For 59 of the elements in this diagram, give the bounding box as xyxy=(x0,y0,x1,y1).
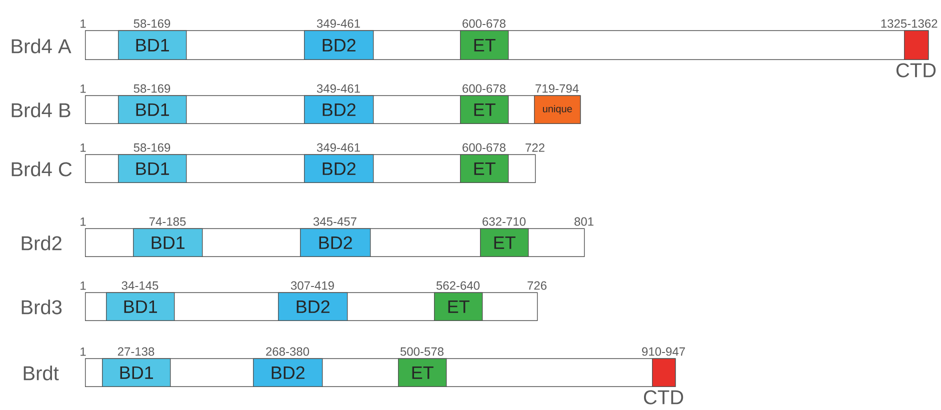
domain-box xyxy=(904,30,929,60)
domain-box: BD2 xyxy=(304,95,374,124)
residue-number: 1 xyxy=(80,144,86,152)
residue-range: 345-457 xyxy=(313,217,356,226)
domain-box: BD1 xyxy=(118,95,187,124)
residue-range: 600-678 xyxy=(462,84,506,93)
residue-range: 349-461 xyxy=(316,19,360,28)
protein-name: Brd4 C xyxy=(12,162,72,176)
residue-number: 1 xyxy=(80,218,86,226)
domain-box: BD2 xyxy=(304,154,374,183)
residue-range: 58-169 xyxy=(134,19,170,28)
residue-range: 500-578 xyxy=(400,347,444,356)
domain-box: ET xyxy=(480,228,529,257)
domain-box: ET xyxy=(460,95,509,124)
residue-range: 307-419 xyxy=(290,281,334,290)
domain-box: BD2 xyxy=(253,358,323,387)
residue-range: 600-678 xyxy=(462,143,506,152)
residue-number: 1 xyxy=(80,84,86,93)
residue-range: 58-169 xyxy=(134,143,170,152)
protein-name: Brd4 B xyxy=(12,102,70,118)
residue-number: 1 xyxy=(80,20,86,28)
residue-number: 801 xyxy=(574,217,594,226)
residue-number: 1 xyxy=(80,282,86,290)
residue-range: 719-794 xyxy=(536,84,579,93)
residue-range: 34-145 xyxy=(122,281,158,290)
domain-box: BD1 xyxy=(106,292,175,321)
residue-range: 74-185 xyxy=(149,217,186,226)
domain-box: ET xyxy=(398,358,447,387)
residue-range: 27-138 xyxy=(118,347,154,356)
residue-range: 349-461 xyxy=(316,143,360,152)
domain-label: CTD xyxy=(896,63,936,78)
domain-box: ET xyxy=(460,154,509,183)
domain-box: BD2 xyxy=(278,292,348,321)
domain-box: unique xyxy=(534,95,581,124)
residue-range: 562-640 xyxy=(436,281,480,290)
residue-range: 910-947 xyxy=(642,347,685,356)
domain-box: ET xyxy=(460,30,509,60)
protein-name: Brdt xyxy=(24,366,59,380)
residue-number: 722 xyxy=(526,143,544,152)
protein-name: Brd3 xyxy=(22,300,62,314)
domain-label: CTD xyxy=(644,390,684,404)
residue-number: 1 xyxy=(80,348,86,356)
domain-box: BD1 xyxy=(118,154,187,183)
domain-box: BD2 xyxy=(304,30,374,60)
domain-box: BD2 xyxy=(300,228,371,257)
domain-box: ET xyxy=(434,292,483,321)
residue-range: 268-380 xyxy=(266,347,310,356)
protein-name: Brd2 xyxy=(22,236,62,250)
residue-range: 58-169 xyxy=(134,84,170,93)
domain-box: BD1 xyxy=(118,30,187,60)
residue-range: 349-461 xyxy=(316,84,360,93)
residue-range: 632-710 xyxy=(482,217,526,226)
domain-box: BD1 xyxy=(133,228,203,257)
residue-range: 600-678 xyxy=(462,19,506,28)
protein-name: Brd4 A xyxy=(12,38,72,54)
residue-range: 1325-1362 xyxy=(881,19,938,28)
residue-number: 726 xyxy=(528,281,546,290)
domain-box: BD1 xyxy=(102,358,171,387)
domain-box xyxy=(652,358,676,387)
